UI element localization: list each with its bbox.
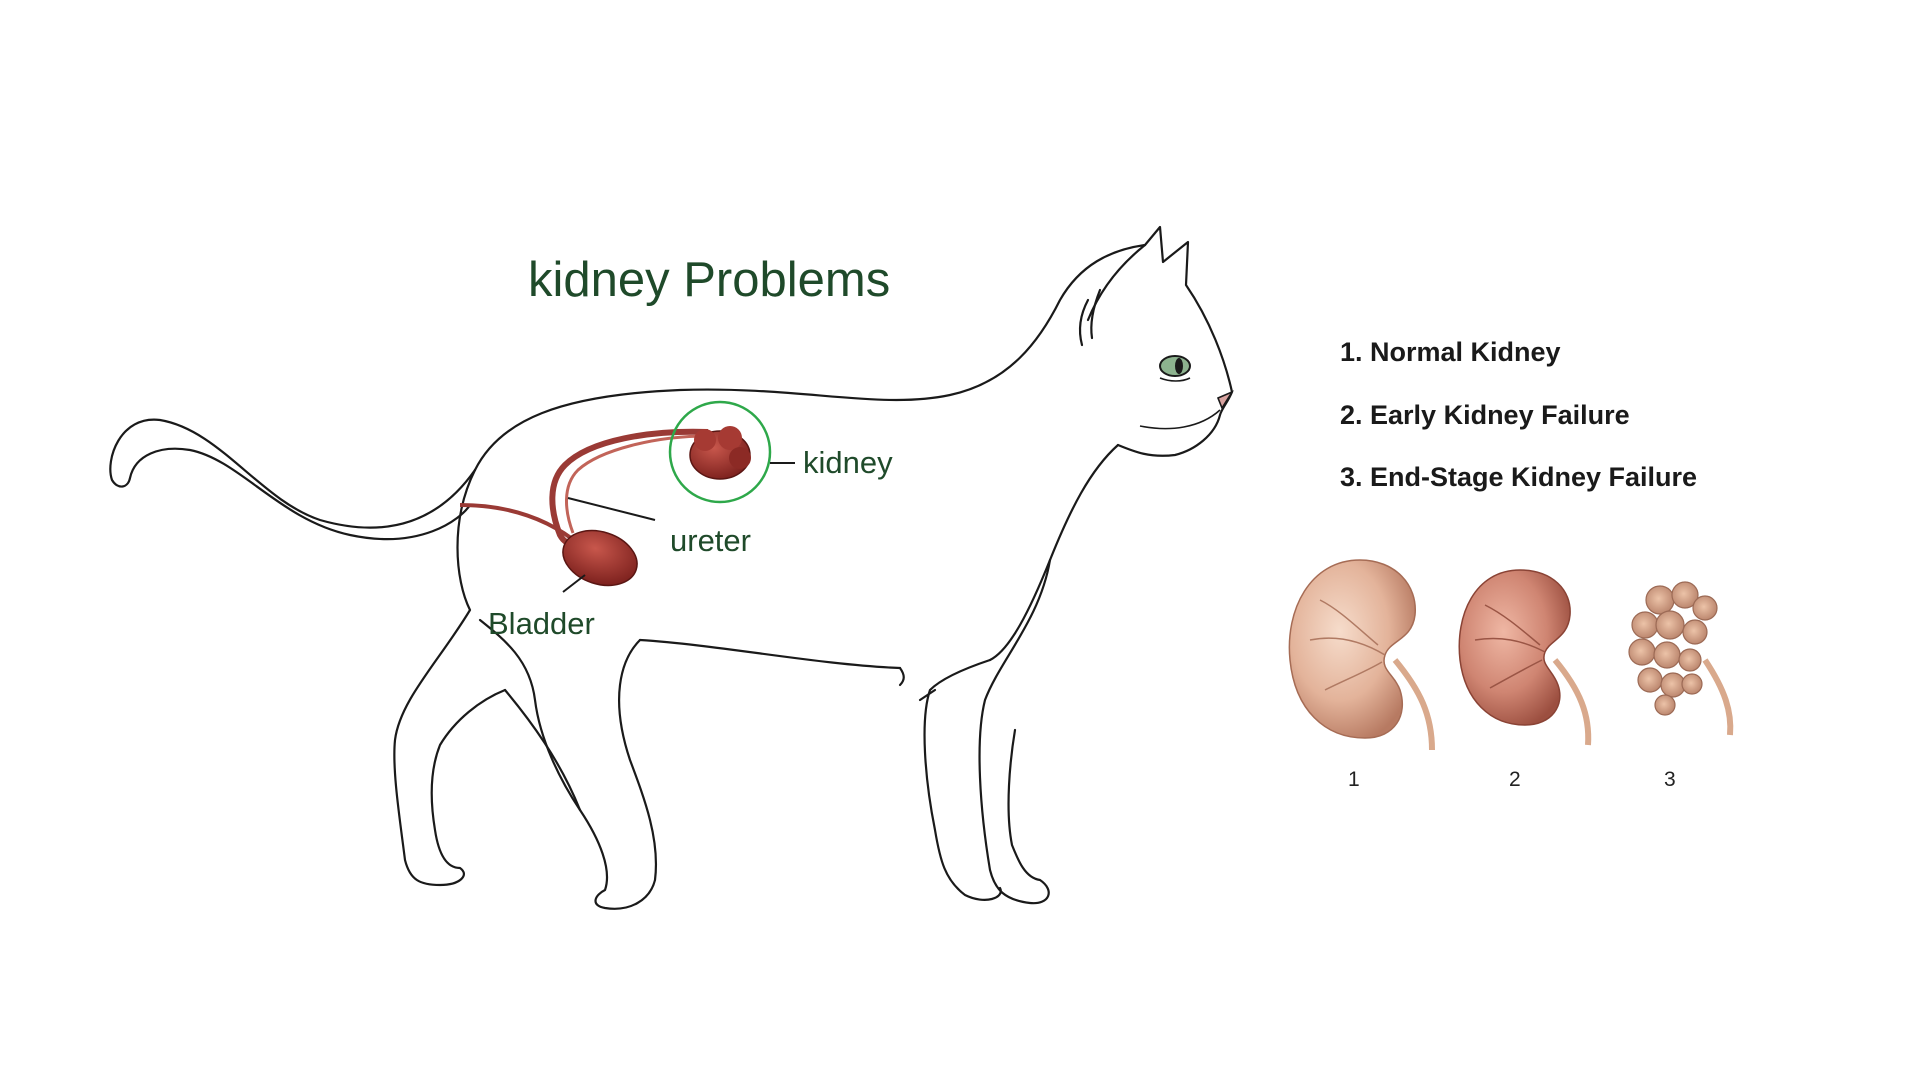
legend-item-early-failure: 2. Early Kidney Failure — [1340, 400, 1630, 430]
kidney-end-stage-illustration — [1628, 581, 1734, 736]
kidney-number-1: 1 — [1348, 768, 1360, 791]
legend-item-end-stage: 3. End-Stage Kidney Failure — [1340, 462, 1698, 492]
kidney-number-2: 2 — [1509, 768, 1521, 791]
bladder-organ — [562, 529, 638, 587]
urinary-organs — [459, 426, 751, 587]
cat-chest — [988, 443, 1120, 662]
cat-outline — [109, 225, 1234, 910]
kidney-highlight-circle — [668, 400, 772, 504]
cat-front-leg-far — [978, 558, 1052, 905]
kidney-number-3: 3 — [1664, 768, 1676, 791]
label-bladder: Bladder — [488, 606, 595, 641]
kidney-stages-illustration — [1288, 559, 1734, 751]
cat-back-and-head — [473, 225, 1234, 472]
cat-nose — [1216, 390, 1235, 410]
cat-front-leg-near — [923, 658, 1002, 901]
legend-item-normal: 1. Normal Kidney — [1340, 337, 1561, 367]
leader-lines — [562, 462, 795, 593]
kidney-early-failure-illustration — [1458, 569, 1592, 746]
diagram-title: kidney Problems — [528, 253, 891, 307]
label-kidney: kidney — [803, 445, 893, 480]
cat-face-details — [1139, 355, 1235, 430]
cat-belly — [638, 638, 902, 670]
cat-hind-leg-far — [393, 468, 507, 887]
kidney-normal-illustration — [1288, 559, 1435, 751]
cat-tail — [109, 418, 477, 541]
cat-hind-leg-near — [478, 618, 658, 910]
label-ureter: ureter — [670, 523, 751, 558]
